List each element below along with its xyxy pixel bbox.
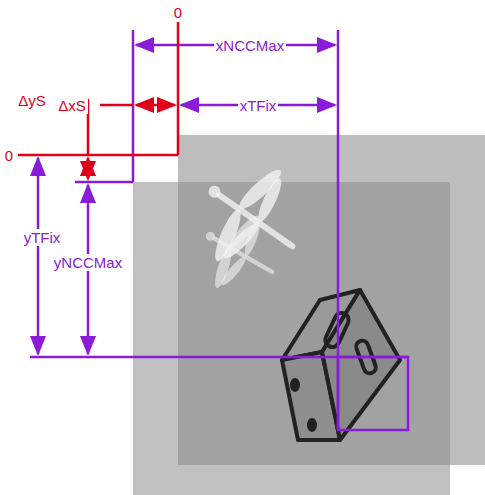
origin-label: 0: [172, 4, 184, 21]
die-figure: [282, 290, 400, 440]
dimension-label: yTFix: [22, 229, 63, 246]
dimension-label: xTFix: [238, 97, 279, 114]
offset-label: ΔxS: [56, 97, 88, 114]
moving-image: [133, 182, 450, 495]
dimension-label: xNCCMax: [214, 37, 286, 54]
dimension-label: yNCCMax: [52, 254, 124, 271]
purple-dimensions: [30, 30, 408, 430]
dragonfly-figure: [177, 142, 327, 310]
offset-label: ΔyS: [16, 92, 48, 109]
origin-label: 0: [3, 147, 15, 164]
